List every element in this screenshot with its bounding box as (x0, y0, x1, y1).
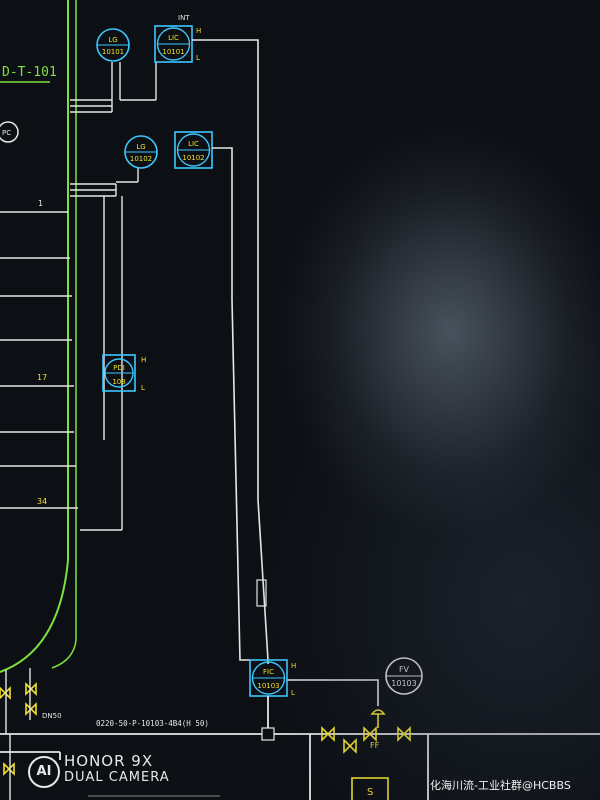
column-trays (0, 211, 78, 509)
lic-10101-instrument: LIC 10101 H L INT (154, 14, 201, 63)
fic-10103-hi: H (291, 662, 296, 670)
lic-10101-lo: L (196, 54, 200, 62)
pdi-108-number: 108 (112, 378, 125, 386)
signal-lines (192, 39, 379, 706)
fic-10103-type: FIC (263, 668, 274, 676)
lic-10102-number: 10102 (182, 154, 204, 162)
pdi-108-lo: L (141, 384, 145, 392)
lg-10102-number: 10102 (130, 155, 152, 163)
lic-10101-note: INT (178, 14, 190, 22)
watermark-camera: DUAL CAMERA (64, 770, 170, 785)
lg-10102-type: LG (136, 143, 145, 151)
tray-label-34: 34 (37, 497, 47, 506)
fic-10103-number: 10103 (257, 682, 279, 690)
tray-label-17: 17 (37, 373, 47, 382)
process-line-number: 0220-50-P-10103-4B4(H 50) (96, 719, 209, 728)
lic-10101-number: 10101 (162, 48, 184, 56)
fv-10103-type: FV (399, 665, 410, 674)
fic-10103-lo: L (291, 689, 295, 697)
drain-label: DN50 (42, 712, 62, 720)
column-side-letter: PC (2, 129, 11, 137)
lg-10101-type: LG (108, 36, 117, 44)
lg-10102-instrument: LG 10102 (124, 135, 158, 169)
level-taps-lower (70, 168, 139, 531)
lg-10101-instrument: LG 10101 (96, 28, 130, 62)
watermark-credit: 化海川流-工业社群@HCBBS (430, 779, 571, 792)
pdi-108-instrument: PDI 108 H L (102, 354, 146, 392)
vessel-outline (0, 0, 69, 673)
fv-10103-number: 10103 (391, 679, 416, 688)
fic-10103-instrument: FIC 10103 H L (249, 659, 296, 697)
valve-tag: FF (370, 741, 380, 750)
valve-set (0, 682, 411, 776)
fv-10103-instrument: FV 10103 (385, 657, 423, 695)
vessel-tag: D-T-101 (2, 65, 57, 80)
lic-10101-hi: H (196, 27, 201, 35)
ai-logo-icon: AI (28, 756, 60, 788)
lic-10102-instrument: LIC 10102 (174, 131, 213, 169)
lic-10101-type: LIC (168, 34, 179, 42)
reducer-symbol (261, 727, 275, 741)
level-taps-upper (70, 62, 157, 113)
pdi-108-hi: H (141, 356, 146, 364)
lic-10102-type: LIC (188, 140, 199, 148)
lg-10101-number: 10101 (102, 48, 124, 56)
watermark-brand: HONOR 9X (64, 752, 154, 770)
pdi-108-type: PDI (113, 364, 125, 372)
pump-box-label: S (367, 787, 373, 798)
tray-label-1: 1 (38, 199, 43, 208)
